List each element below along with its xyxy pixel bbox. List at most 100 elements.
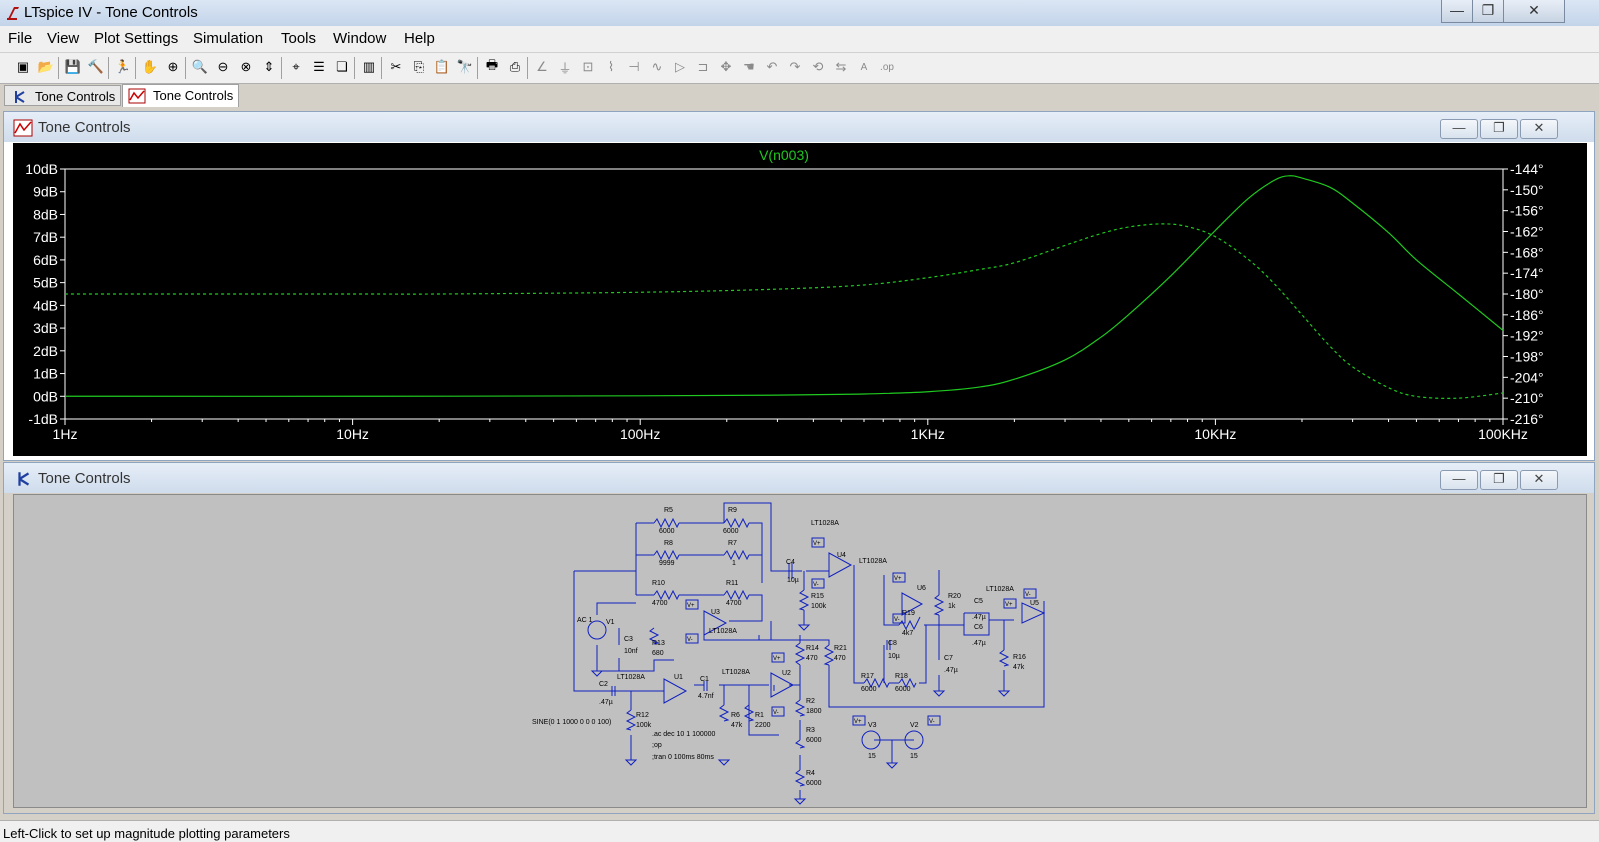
schematic-label-r9: R9 [728,507,737,514]
label-icon[interactable]: ⊡ [582,59,594,74]
move-icon[interactable]: ✥ [720,59,732,74]
spice-directive-icon[interactable]: .op [880,61,894,73]
pan-icon[interactable]: ✋ [141,59,159,74]
tile-vertical-icon[interactable]: ▥ [362,59,376,74]
schematic-label-r1: R1 [755,712,764,719]
resistors [625,517,1010,787]
x-tick-label: 10KHz [1194,426,1236,442]
paste-icon[interactable]: 📋 [433,59,451,74]
schematic-label-r3: R3 [806,727,815,734]
net-flag-label: V- [813,582,819,588]
schematic-label-r12v: 100k [636,722,652,729]
schematic-label-v3: V3 [868,722,877,729]
open-icon[interactable]: 📂 [37,59,55,74]
waveform-minimize-button[interactable]: — [1440,119,1478,139]
minimize-button[interactable]: — [1441,0,1473,23]
x-tick-label: 1Hz [53,426,78,442]
schematic-label-c1: C1 [700,676,709,683]
save-icon[interactable]: 💾 [64,59,82,74]
net-flag-label: V+ [687,603,695,609]
cut-icon[interactable]: ✂ [390,59,402,74]
net-flag [927,715,941,726]
print-preview-icon[interactable]: 🖶 [485,57,499,72]
schematic-restore-button[interactable]: ❐ [1480,470,1518,490]
schematic-label-r13: R13 [652,640,665,647]
component-icon[interactable]: ⊐ [697,59,709,74]
y-right-tick-label: -162° [1510,224,1544,240]
copy-icon[interactable]: ⎘ [413,59,425,74]
y-right-tick-label: -150° [1510,182,1544,198]
net-flag [811,578,825,589]
net-flag-label: V+ [773,656,781,662]
y-left-tick-label: 8dB [33,206,58,222]
redo-icon[interactable]: ↷ [789,59,801,74]
schematic-label-c1v: 4.7nf [698,693,714,700]
schematic-label-ac: AC 1 [577,617,593,624]
menu-file[interactable]: File [8,30,33,47]
resistor-icon[interactable]: ⌇ [607,59,615,74]
schematic-label-u3m: LT1028A [709,628,737,635]
undo-icon[interactable]: ↶ [766,59,778,74]
schematic-icon [18,472,30,486]
schematic-minimize-button[interactable]: — [1440,470,1478,490]
close-button[interactable]: ✕ [1503,0,1565,23]
schematic-label-v1: V1 [606,619,615,626]
mirror-icon[interactable]: ⇆ [835,59,847,74]
menu-help[interactable]: Help [404,30,435,47]
menu-tools[interactable]: Tools [281,30,317,47]
schematic-label-r5: R5 [664,507,673,514]
run-icon[interactable]: 🏃 [114,59,132,74]
waveform-restore-button[interactable]: ❐ [1480,119,1518,139]
tile-horizontal-icon[interactable]: ☰ [313,59,325,74]
circuit-diagram[interactable]: R56000R96000R89999R71R104700R114700U3LT1… [14,495,1588,807]
y-left-tick-label: 4dB [33,297,58,313]
y-right-tick-label: -144° [1510,161,1544,177]
rotate-icon[interactable]: ⟲ [812,59,824,74]
maximize-button[interactable]: ❐ [1472,0,1504,23]
capacitor-icon[interactable]: ⊣ [628,59,640,74]
mark-icon[interactable]: ⌖ [292,59,300,74]
tab-schematic[interactable]: Tone Controls [4,85,121,106]
bode-chart[interactable]: V(n003)10dB9dB8dB7dB6dB5dB4dB3dB2dB1dB0d… [13,143,1587,456]
phase-trace [65,223,1504,399]
menu-simulation[interactable]: Simulation [193,30,264,47]
menu-view[interactable]: View [47,30,80,47]
cascade-icon[interactable]: ❏ [336,59,348,74]
y-left-tick-label: -1dB [28,411,58,427]
schematic-window-title: Tone Controls [38,470,131,487]
net-flag [685,633,699,644]
schematic-label-r14v: 470 [806,655,818,662]
grounds [590,624,1011,805]
net-flag-label: V- [894,617,900,623]
wires [573,502,1045,799]
zoom-cancel-icon[interactable]: ⊗ [240,59,252,74]
zoom-out-icon[interactable]: ⊖ [217,59,229,74]
net-flag [1023,588,1037,599]
zoom-area-icon[interactable]: 🔍 [191,59,209,74]
schematic-label-c5v: .47µ [972,614,986,621]
inductor-icon[interactable]: ∿ [651,59,663,74]
ground-icon[interactable]: ⏚ [558,60,572,76]
wire-icon[interactable]: ∠ [536,59,548,74]
waveform-close-button[interactable]: ✕ [1520,119,1558,139]
tab-waveform[interactable]: Tone Controls [122,84,239,107]
plot-frame [64,168,1504,420]
print-icon[interactable]: ⎙ [509,59,521,74]
toolbar-separator [135,57,136,79]
control-panel-icon[interactable]: 🔨 [87,59,105,74]
autorange-icon[interactable]: ⇕ [263,59,275,74]
menu-window[interactable]: Window [333,30,387,47]
diode-icon[interactable]: ▷ [675,59,685,74]
y-right-tick-label: -180° [1510,286,1544,302]
schematic-label-u1m: LT1028A [617,674,645,681]
schematic-close-button[interactable]: ✕ [1520,470,1558,490]
waveform-window-title: Tone Controls [38,119,131,136]
zoom-in-icon[interactable]: ⊕ [167,59,179,74]
text-icon[interactable]: A [860,61,868,73]
new-schematic-icon[interactable]: ▣ [16,59,30,74]
drag-icon[interactable]: ☚ [743,59,755,74]
find-icon[interactable]: 🔭 [456,59,474,74]
menu-plot-settings[interactable]: Plot Settings [94,30,179,47]
